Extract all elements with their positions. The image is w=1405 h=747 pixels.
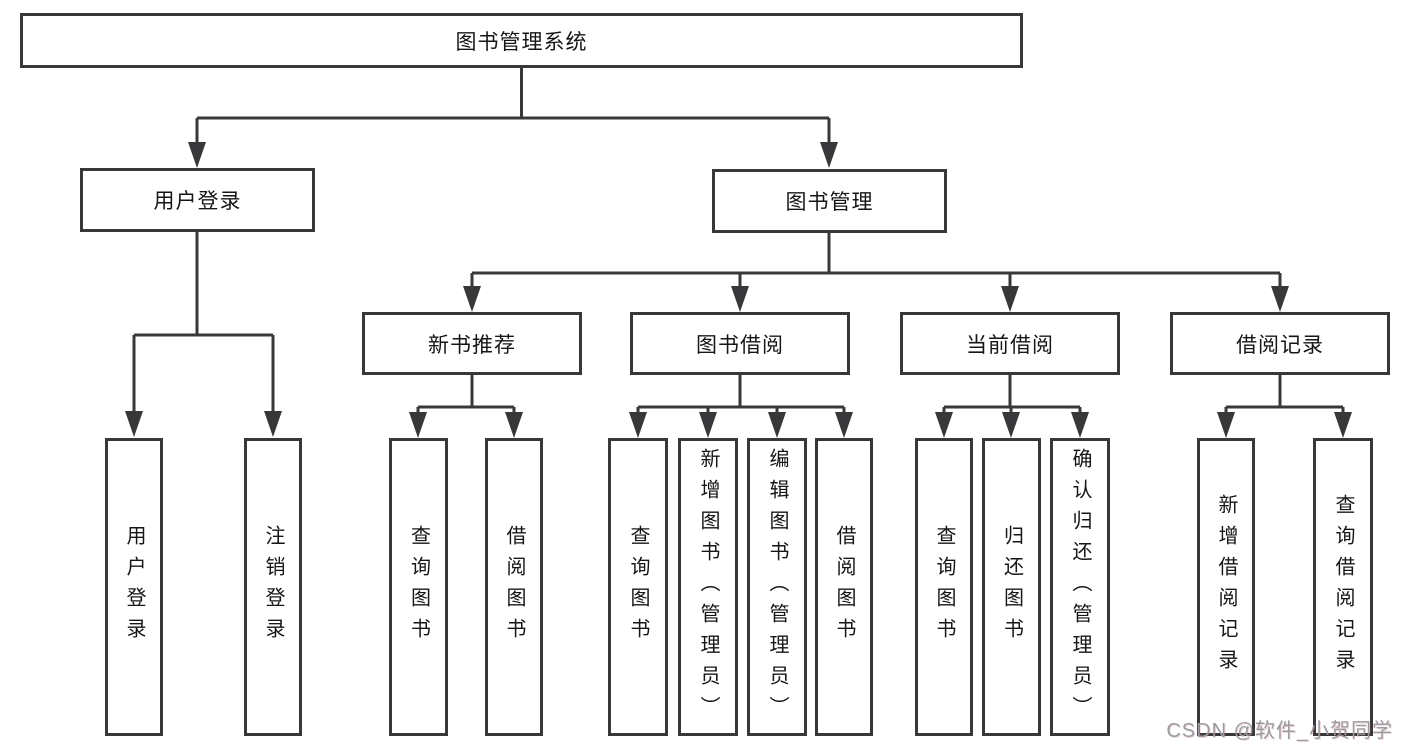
node-leaf-current-query-books-label: 查询图书 <box>933 525 955 649</box>
node-user-login-label: 用户登录 <box>153 190 242 213</box>
node-leaf-logout: 注销登录 <box>244 438 302 736</box>
node-leaf-borrow-add-books-admin: 新增图书（管理员） <box>678 438 738 736</box>
node-leaf-borrow-edit-books-admin-label: 编辑图书（管理员） <box>766 447 788 727</box>
watermark: CSDN @软件_小贺同学 <box>1166 720 1393 742</box>
node-new-book-recommend: 新书推荐 <box>362 312 582 375</box>
node-leaf-newbook-borrow-books-label: 借阅图书 <box>503 525 525 649</box>
node-leaf-record-query-borrow-record-label: 查询借阅记录 <box>1332 494 1354 680</box>
node-new-book-recommend-label: 新书推荐 <box>428 333 516 357</box>
node-book-management-label: 图书管理 <box>785 191 874 214</box>
node-leaf-current-confirm-return-admin: 确认归还（管理员） <box>1050 438 1110 736</box>
node-leaf-newbook-borrow-books: 借阅图书 <box>485 438 543 736</box>
node-book-management: 图书管理 <box>712 169 947 233</box>
node-leaf-current-query-books: 查询图书 <box>915 438 973 736</box>
node-book-borrow-label: 图书借阅 <box>696 333 784 357</box>
node-root: 图书管理系统 <box>20 13 1023 68</box>
node-leaf-borrow-add-books-admin-label: 新增图书（管理员） <box>697 447 719 727</box>
node-leaf-newbook-query-books-label: 查询图书 <box>407 525 430 649</box>
node-leaf-newbook-query-books: 查询图书 <box>389 438 448 736</box>
node-borrow-record-label: 借阅记录 <box>1236 333 1324 357</box>
node-leaf-borrow-borrow-books-label: 借阅图书 <box>833 525 855 649</box>
node-user-login: 用户登录 <box>80 168 315 232</box>
node-leaf-user-login: 用户登录 <box>105 438 163 736</box>
node-leaf-borrow-query-books: 查询图书 <box>608 438 668 736</box>
node-current-borrow-label: 当前借阅 <box>966 333 1054 357</box>
node-leaf-user-login-label: 用户登录 <box>123 525 145 649</box>
node-borrow-record: 借阅记录 <box>1170 312 1390 375</box>
node-root-label: 图书管理系统 <box>455 30 588 54</box>
node-leaf-record-add-borrow-record: 新增借阅记录 <box>1197 438 1255 736</box>
node-current-borrow: 当前借阅 <box>900 312 1120 375</box>
node-leaf-current-return-books: 归还图书 <box>982 438 1041 736</box>
node-book-borrow: 图书借阅 <box>630 312 850 375</box>
node-leaf-current-confirm-return-admin-label: 确认归还（管理员） <box>1069 447 1091 727</box>
node-leaf-record-query-borrow-record: 查询借阅记录 <box>1313 438 1373 736</box>
node-leaf-logout-label: 注销登录 <box>262 525 284 649</box>
node-leaf-borrow-query-books-label: 查询图书 <box>627 525 649 649</box>
node-leaf-record-add-borrow-record-label: 新增借阅记录 <box>1215 494 1237 680</box>
node-leaf-borrow-borrow-books: 借阅图书 <box>815 438 873 736</box>
node-leaf-current-return-books-label: 归还图书 <box>1000 525 1023 649</box>
node-leaf-borrow-edit-books-admin: 编辑图书（管理员） <box>747 438 807 736</box>
